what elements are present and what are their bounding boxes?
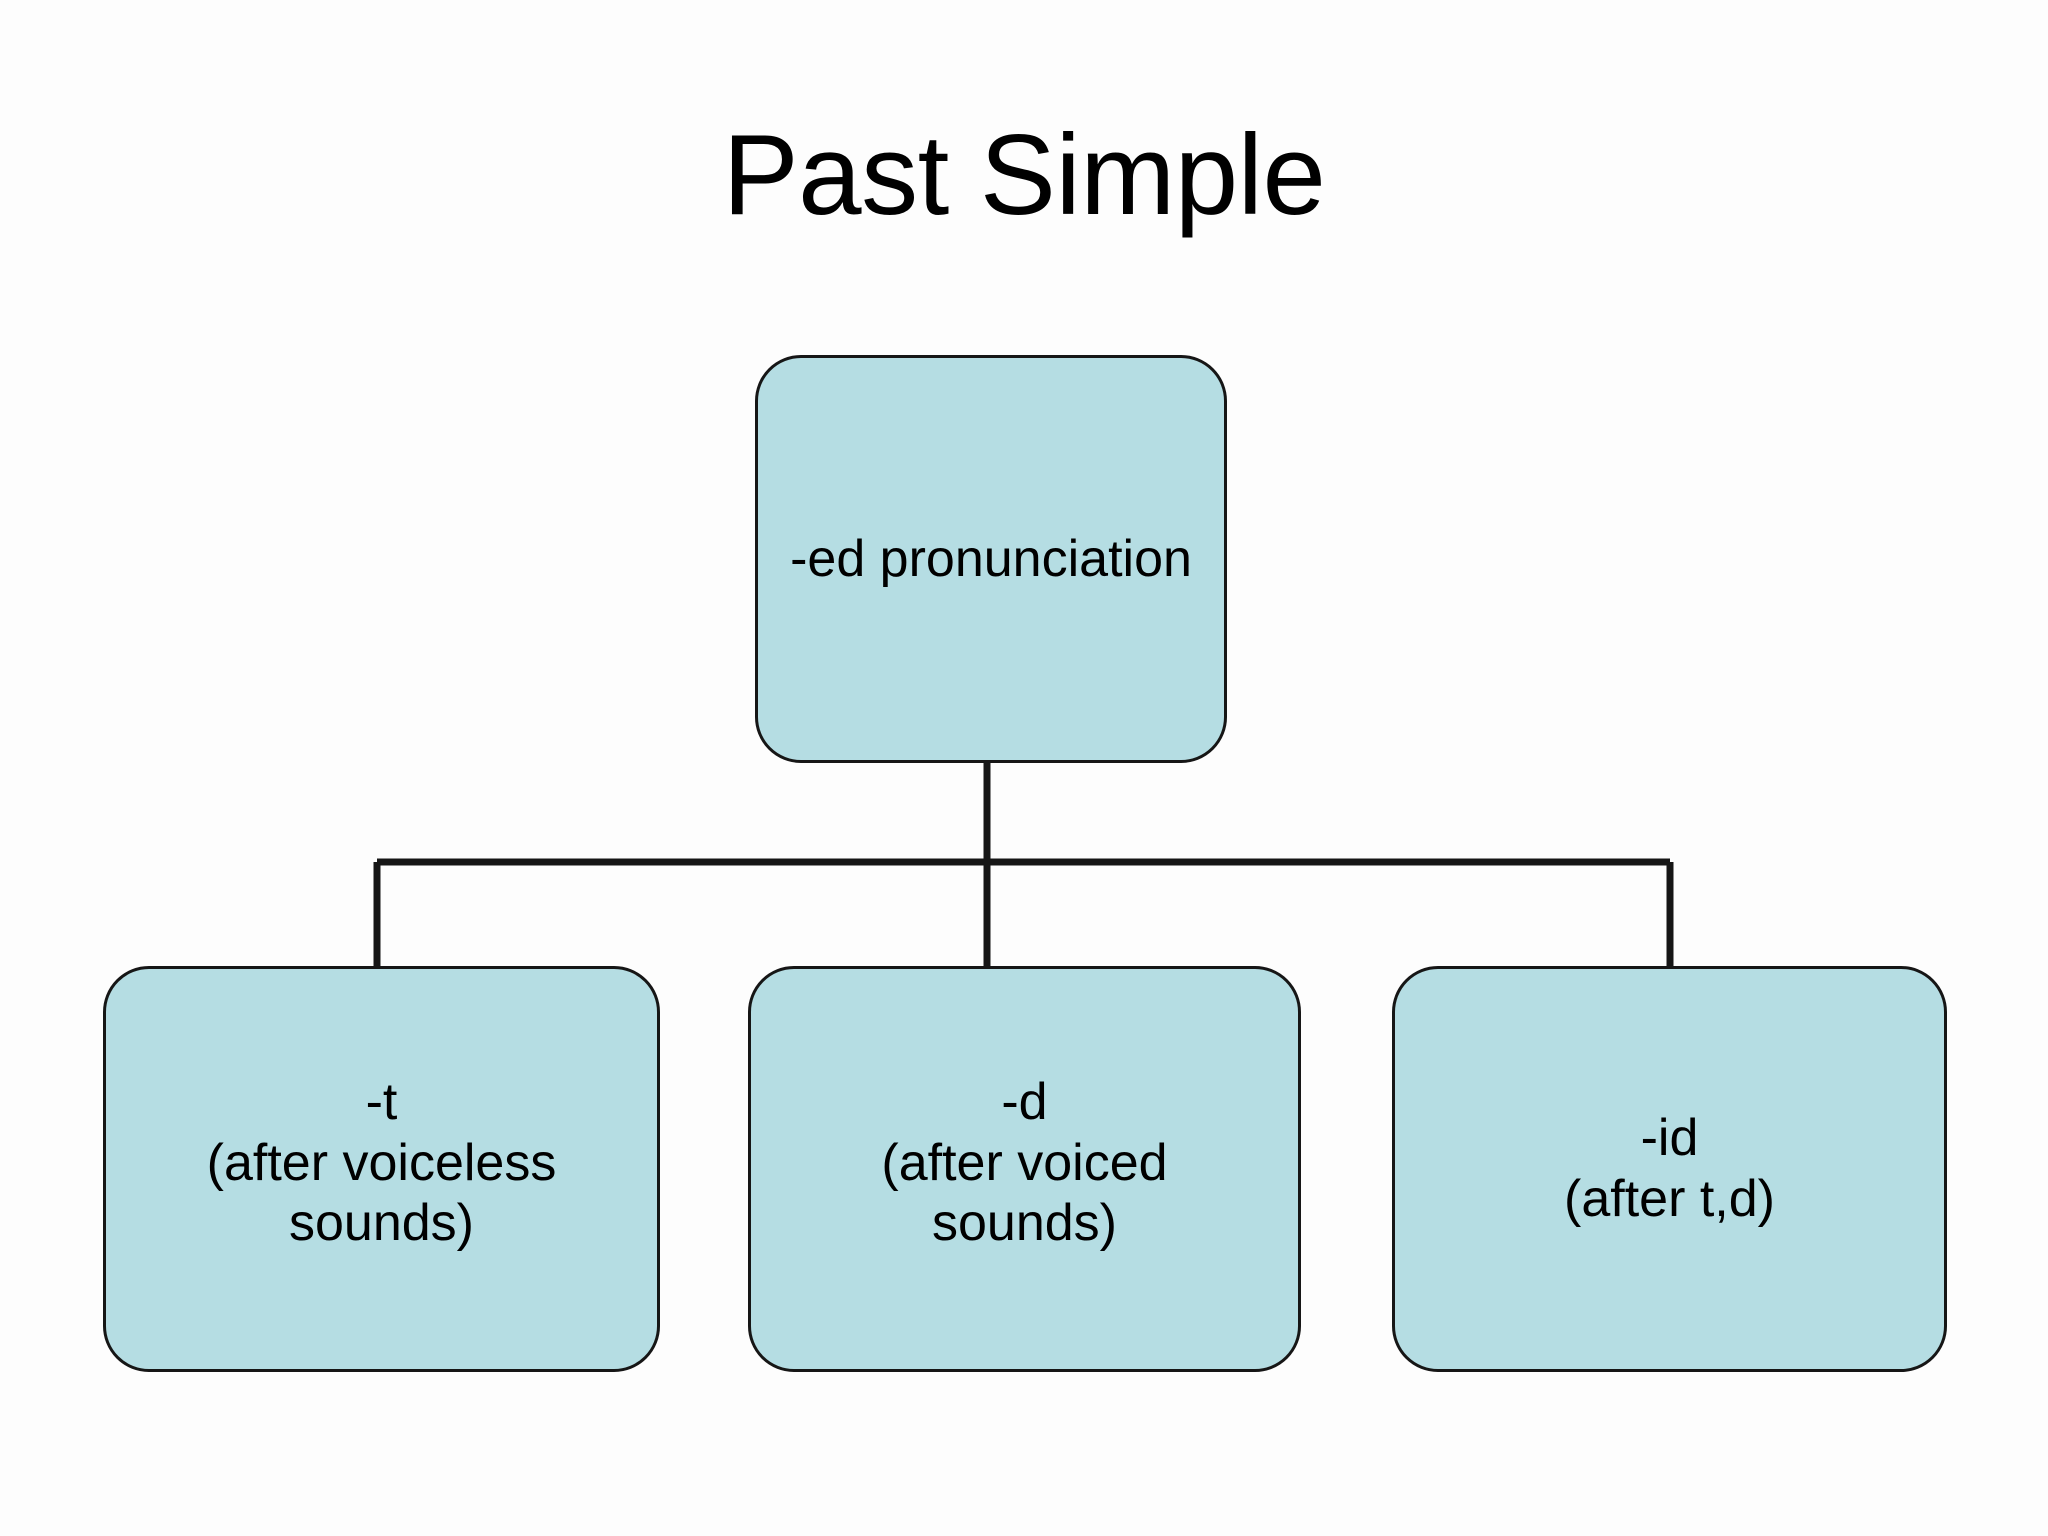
node-line: -ed pronunciation xyxy=(790,529,1192,588)
page-title: Past Simple xyxy=(722,112,1326,239)
node-line: (after t,d) xyxy=(1564,1170,1775,1228)
node-line: -id xyxy=(1640,1109,1699,1168)
node-line: sounds) xyxy=(289,1194,474,1253)
flowchart-node-d: -d (after voiced sounds) xyxy=(748,966,1301,1372)
node-text: -id (after t,d) xyxy=(1564,1108,1775,1230)
node-line: -t xyxy=(365,1072,398,1131)
node-line: (after voiced xyxy=(881,1133,1168,1192)
node-text: -ed pronunciation xyxy=(790,529,1192,590)
flowchart-node-ed-pronunciation: -ed pronunciation xyxy=(755,355,1227,763)
node-text: -t (after voiceless sounds) xyxy=(207,1072,557,1254)
node-line: sounds) xyxy=(931,1194,1117,1253)
node-text: -d (after voiced sounds) xyxy=(881,1072,1167,1254)
node-line: -d xyxy=(1001,1072,1048,1131)
flowchart-node-id: -id (after t,d) xyxy=(1392,966,1947,1372)
flowchart-node-t: -t (after voiceless sounds) xyxy=(103,966,660,1372)
node-line: (after voiceless xyxy=(206,1133,557,1192)
